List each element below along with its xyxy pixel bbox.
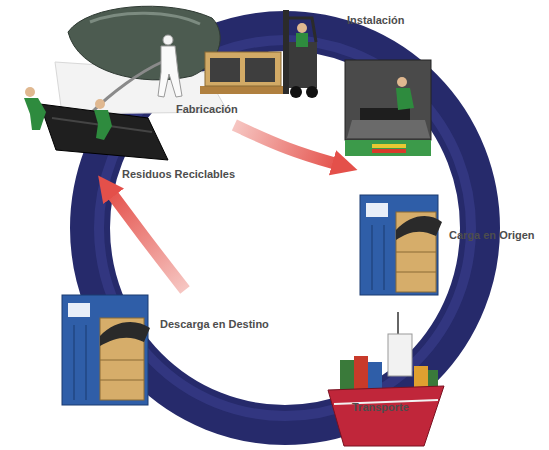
stage-node: Instalación [340, 12, 435, 182]
worker-head [163, 35, 173, 45]
stage-label: Descarga en Destino [160, 318, 269, 331]
hose [90, 62, 162, 114]
stage-label: Fabricación [176, 103, 238, 116]
stage-label: Transporte [352, 401, 409, 414]
worker-body [396, 88, 414, 110]
load-line [100, 380, 144, 381]
load-line [100, 360, 144, 361]
forklift-mast [283, 10, 289, 94]
bag-highlight [90, 13, 200, 24]
door-bar [74, 325, 75, 400]
warning-stripe [372, 144, 406, 148]
worker-head [95, 99, 105, 109]
worker-head [25, 87, 35, 97]
container [62, 295, 148, 405]
door-bar [384, 225, 385, 290]
load-bag [210, 58, 240, 82]
stage-label: Carga en Origen [449, 229, 535, 242]
stage-node: Fabricación [55, 0, 250, 125]
worker-suit [158, 46, 182, 97]
stage-node: Residuos Reciclables [25, 80, 235, 190]
container [360, 195, 438, 295]
worker-body [94, 110, 112, 140]
worker-body [24, 98, 46, 130]
cargo-container [340, 360, 354, 390]
stage-node: Descarga en Destino [55, 290, 255, 408]
driver-body [296, 33, 308, 47]
driver-head [297, 23, 307, 33]
container-plate [366, 203, 388, 217]
load-bag [245, 58, 275, 82]
pallet [200, 86, 286, 94]
load-line [396, 272, 436, 273]
flexitank-valve [396, 216, 442, 240]
flow-arrow [234, 125, 340, 165]
ship-hull [328, 386, 444, 446]
warning-stripe [372, 149, 406, 153]
flexitank-bag [68, 6, 220, 80]
flow-arrow [109, 190, 185, 290]
door-bar [86, 325, 87, 400]
recycled-sheet [40, 104, 168, 160]
flexitank-valve [100, 322, 150, 346]
container-interior [345, 60, 431, 140]
forklift-wheel [306, 86, 318, 98]
cargo-container [368, 362, 382, 390]
container-frame [345, 140, 431, 156]
door-bar [372, 225, 373, 290]
stage-label: Residuos Reciclables [122, 168, 235, 181]
container-floor [347, 120, 430, 138]
flexitank-sheet [360, 108, 410, 120]
container-plate [68, 303, 90, 317]
forklift-wheel [290, 86, 302, 98]
worker-head [397, 77, 407, 87]
forklift-body [289, 42, 317, 88]
load-line [396, 252, 436, 253]
cargo-container [354, 356, 368, 390]
ship-bridge [388, 334, 412, 376]
pallet-load [205, 52, 281, 86]
stage-label: Instalación [347, 14, 404, 27]
stage-node: Carga en Origen [355, 190, 545, 300]
stage-node: Transporte [305, 305, 440, 445]
